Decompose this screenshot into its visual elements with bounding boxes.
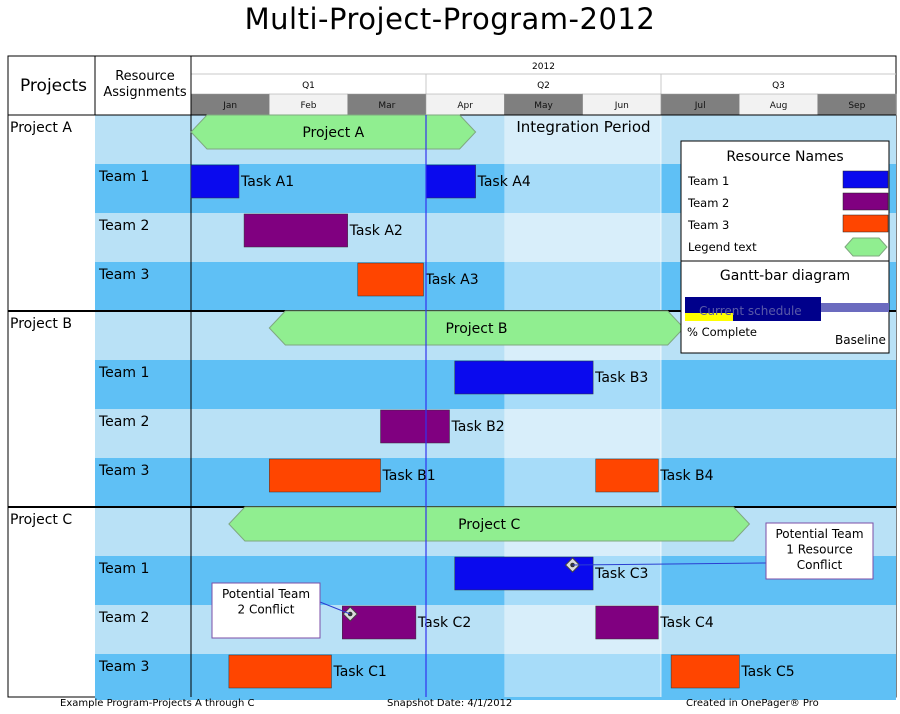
- task-bar: [228, 654, 332, 689]
- month-label: Feb: [301, 101, 317, 111]
- legend-item-label: Team 2: [687, 196, 729, 210]
- team-label: Team 2: [98, 218, 149, 234]
- team-label: Team 1: [98, 365, 149, 381]
- task-bar: [670, 654, 740, 689]
- resource-header-line1: Resource: [115, 69, 175, 84]
- legend-swatch-summary: [844, 237, 888, 257]
- task-bar-label: Task B4: [659, 468, 713, 484]
- quarter-label: Q1: [302, 81, 315, 91]
- task-bar-label: Task C2: [417, 615, 471, 631]
- month-label: Jan: [222, 101, 237, 111]
- legend-item-label: Team 3: [687, 218, 729, 232]
- task-bar-label: Task B3: [594, 370, 648, 386]
- projects-header: Projects: [20, 76, 87, 96]
- quarter-label: Q2: [537, 81, 550, 91]
- footer-center: Snapshot Date: 4/1/2012: [387, 698, 513, 709]
- month-label: May: [534, 101, 553, 111]
- callout-box: [765, 522, 874, 580]
- task-bar-label: Task C5: [740, 664, 794, 680]
- task-bar: [454, 360, 594, 395]
- summary-bar-label: Project A: [302, 125, 364, 141]
- task-bar-label: Task A4: [477, 174, 531, 190]
- project-label: Project A: [10, 120, 72, 136]
- summary-bar: [228, 506, 751, 542]
- percent-complete-label: % Complete: [687, 325, 757, 339]
- team-label: Team 3: [98, 267, 149, 283]
- legend-swatch: [842, 214, 889, 233]
- task-bar: [269, 458, 381, 493]
- percent-complete-bar: [685, 313, 733, 321]
- footer-left: Example Program-Projects A through C: [60, 698, 255, 709]
- task-bar-label: Task C4: [659, 615, 713, 631]
- resource-header-line2: Assignments: [103, 85, 187, 100]
- integration-period: [504, 115, 661, 697]
- task-bar-label: Task C3: [594, 566, 648, 582]
- month-label: Aug: [770, 101, 788, 111]
- task-bar: [595, 605, 659, 640]
- integration-period-label: Integration Period: [516, 118, 650, 136]
- project-label: Project C: [10, 512, 72, 528]
- task-bar-label: Task C1: [332, 664, 386, 680]
- task-bar: [243, 213, 348, 248]
- legend-title: Resource Names: [726, 149, 843, 165]
- month-label: Jul: [694, 101, 706, 111]
- callout-leader-line: [572, 562, 767, 566]
- task-bar-label: Task A2: [349, 223, 403, 239]
- team-label: Team 1: [98, 169, 149, 185]
- legend-swatch: [842, 192, 889, 211]
- team-label: Team 2: [98, 414, 149, 430]
- task-bar: [425, 164, 476, 199]
- chart-title: Multi-Project-Program-2012: [244, 2, 656, 36]
- callout-box: [211, 582, 321, 639]
- task-bar: [357, 262, 424, 297]
- footer-right: Created in OnePager® Pro: [686, 698, 819, 709]
- legend-swatch: [842, 170, 889, 189]
- callout-text: 2 Conflict: [238, 603, 295, 617]
- team-label: Team 3: [98, 463, 149, 479]
- quarter-label: Q3: [772, 81, 785, 91]
- team-label: Team 2: [98, 610, 149, 626]
- task-bar: [595, 458, 659, 493]
- callout-text: Potential Team: [775, 527, 863, 541]
- month-label: Jun: [614, 101, 629, 111]
- gantt-legend-title: Gantt-bar diagram: [720, 268, 850, 284]
- legend-item-label: Legend text: [688, 240, 757, 254]
- team-label: Team 3: [98, 659, 149, 675]
- task-bar-label: Task B1: [382, 468, 436, 484]
- month-label: Sep: [848, 101, 865, 111]
- task-bar-label: Task A1: [240, 174, 294, 190]
- month-label: Apr: [457, 101, 473, 111]
- row-band: [95, 458, 896, 507]
- legend-item-label: Team 1: [687, 174, 729, 188]
- task-bar: [190, 164, 240, 199]
- project-label: Project B: [10, 316, 72, 332]
- summary-bar: [190, 114, 477, 150]
- callout-text: Potential Team: [222, 587, 310, 601]
- callout-text: 1 Resource: [786, 543, 852, 557]
- row-band: [95, 409, 896, 458]
- summary-bar-label: Project C: [458, 517, 520, 533]
- current-schedule-label: Current schedule: [699, 304, 802, 318]
- callout-text: Conflict: [797, 558, 843, 572]
- task-bar: [380, 409, 450, 444]
- summary-bar-label: Project B: [446, 321, 508, 337]
- year-label: 2012: [532, 62, 555, 72]
- month-label: Mar: [378, 101, 395, 111]
- team-label: Team 1: [98, 561, 149, 577]
- task-bar-label: Task B2: [451, 419, 505, 435]
- baseline-label: Baseline: [835, 333, 886, 347]
- task-bar-label: Task A3: [424, 272, 478, 288]
- row-band: [95, 654, 896, 700]
- callout-leader-line: [319, 601, 351, 615]
